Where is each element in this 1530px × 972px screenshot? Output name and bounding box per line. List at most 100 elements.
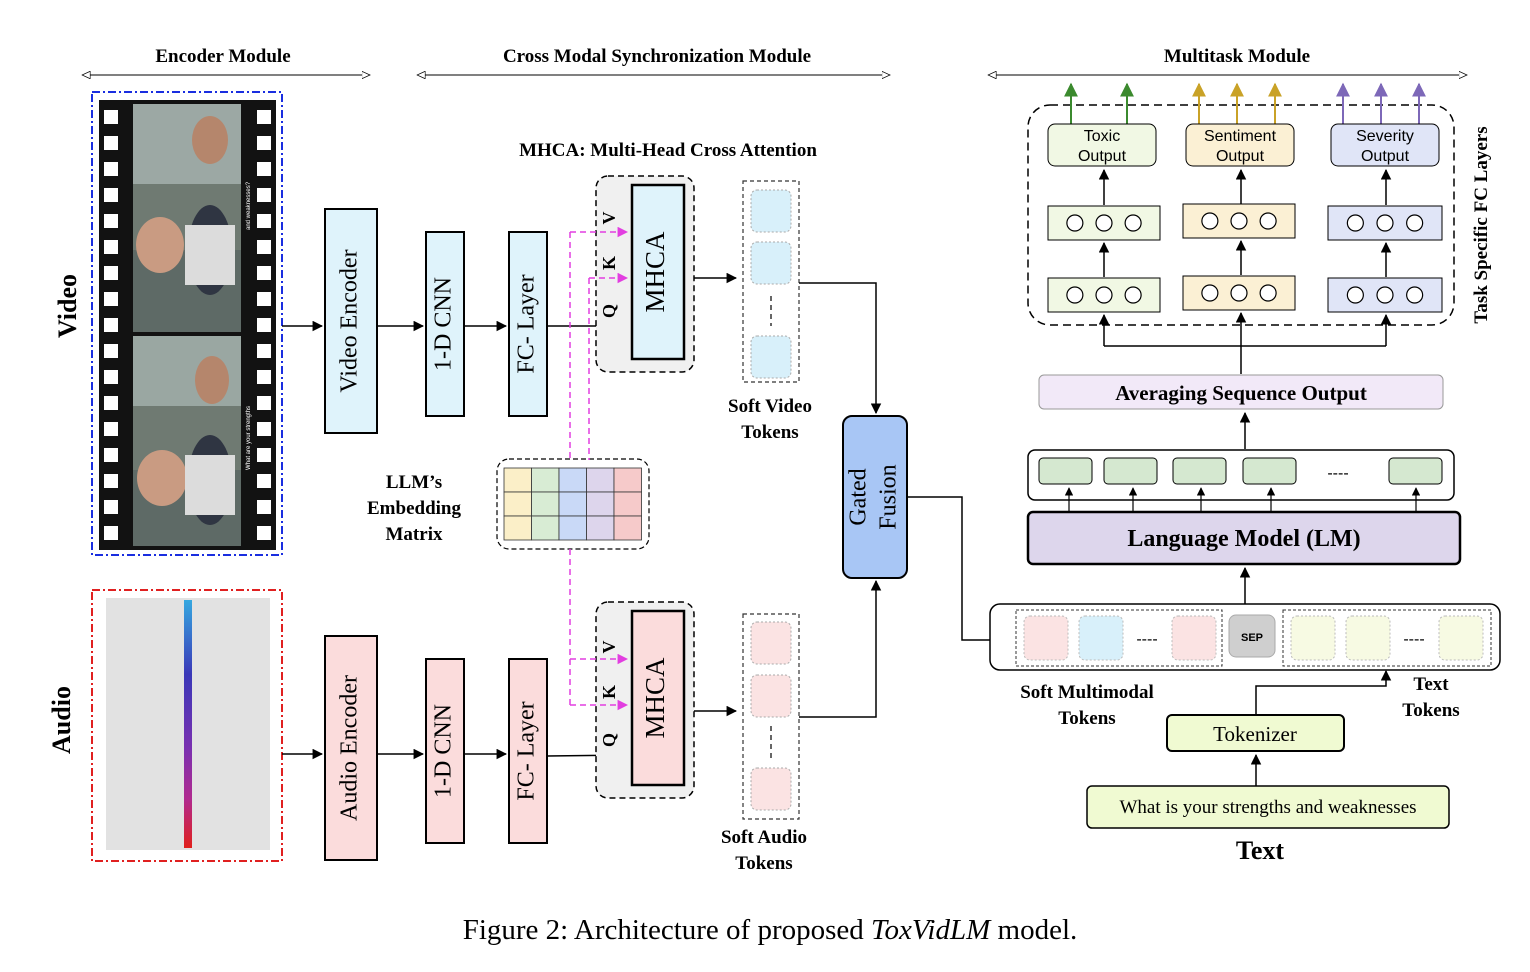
language-model-label: Language Model (LM) [1127, 526, 1360, 552]
severity-output-label: Severity [1356, 128, 1414, 145]
film-sprocket-hole [257, 526, 271, 540]
fc-neuron [1124, 214, 1142, 232]
text-token [1345, 615, 1391, 661]
video-fc-block [508, 231, 548, 417]
fc-neuron [1259, 212, 1277, 230]
hidden-state-arrows [1064, 487, 1421, 511]
film-sprocket-hole [104, 162, 118, 176]
audio-branch: Audio Encoder 1-D CNN FC- Layer MHCA Q K… [324, 601, 807, 874]
fc-neuron [1095, 214, 1113, 232]
video-k-label: K [599, 256, 619, 270]
caption-suffix: model. [990, 914, 1077, 946]
embedding-cell [503, 515, 532, 541]
film-sprocket-hole [104, 526, 118, 540]
video-branch: Video Encoder 1-D CNN FC- Layer MHCA Q K… [324, 175, 812, 443]
film-sprocket-hole [104, 344, 118, 358]
sentiment-output-label-2: Output [1216, 148, 1265, 165]
film-sprocket-hole [104, 240, 118, 254]
embedding-cell [531, 491, 560, 517]
video-encoder-label: Video Encoder [337, 249, 363, 392]
fc-neuron [1201, 284, 1219, 302]
fc-neuron [1376, 286, 1394, 304]
embedding-cell [503, 491, 532, 517]
audio-q-label: Q [599, 733, 619, 747]
embedding-cell [531, 515, 560, 541]
fc-neuron [1095, 286, 1113, 304]
soft-multimodal-tokens-label-2: Tokens [1058, 708, 1115, 729]
video-subtitle-bottom: What are your strengths [246, 406, 252, 470]
toxic-output-label-2: Output [1078, 148, 1127, 165]
embedding-cell [503, 467, 532, 493]
film-sprocket-hole [257, 214, 271, 228]
input-text-box [1086, 785, 1450, 829]
averaging-sequence-output-label: Averaging Sequence Output [1115, 381, 1367, 405]
text-tokens-label-2: Tokens [1402, 700, 1459, 721]
sep-token-label: SEP [1241, 632, 1263, 644]
fc-neuron [1124, 286, 1142, 304]
toxic-output-label: Toxic [1084, 128, 1120, 145]
embedding-cell [558, 515, 587, 541]
video-input-border [91, 91, 283, 556]
soft-multimodal-token [1023, 615, 1069, 661]
sentiment-output-label: Sentiment [1204, 128, 1277, 145]
severity-output-label-2: Output [1361, 148, 1410, 165]
task-specific-fc-label: Task Specific FC Layers [1471, 126, 1492, 323]
film-sprocket-hole [257, 240, 271, 254]
video-input: and weaknesses? What are your strengths [91, 91, 283, 556]
film-sprockets-right [257, 110, 271, 540]
embedding-cell [558, 491, 587, 517]
film-sprocket-hole [257, 396, 271, 410]
film-sprocket-hole [257, 318, 271, 332]
header-cross-modal-module: Cross Modal Synchronization Module [503, 46, 811, 67]
soft-video-token [750, 335, 792, 379]
text-token-group [1282, 609, 1492, 667]
audio-encoder-label: Audio Encoder [337, 675, 363, 821]
figure-caption: Figure 2: Architecture of proposed ToxVi… [463, 914, 1078, 946]
video-frame-bottom: What are your strengths [133, 336, 252, 546]
task-heads: Toxic Output Sentiment Output Se [1027, 82, 1455, 374]
audio-v-label: V [599, 641, 619, 654]
video-cnn-label: 1-D CNN [431, 277, 457, 371]
soft-video-token [750, 189, 792, 233]
toxic-head: Toxic Output [1047, 82, 1161, 313]
gated-fusion-label-1: Gated [846, 468, 872, 525]
waveform-spine [184, 600, 192, 848]
film-sprocket-hole [257, 292, 271, 306]
severity-output-box [1330, 123, 1440, 167]
section-headers: Encoder Module Cross Modal Synchronizati… [82, 46, 1467, 75]
film-sprocket-hole [104, 136, 118, 150]
arrow-video-tokens-to-fusion [799, 282, 882, 415]
film-sprocket-hole [257, 162, 271, 176]
soft-video-tokens-label: Soft Video [728, 396, 812, 417]
film-sprocket-hole [104, 188, 118, 202]
soft-multimodal-token [1171, 615, 1217, 661]
soft-audio-token [750, 767, 792, 811]
film-sprocket-hole [257, 188, 271, 202]
toxic-output-box [1047, 123, 1157, 167]
hidden-state-token [1388, 457, 1443, 485]
audio-fc-label: FC- Layer [514, 701, 540, 800]
video-fc-label: FC- Layer [514, 274, 540, 373]
audio-mhca-block [630, 609, 686, 787]
soft-audio-token [750, 621, 792, 665]
film-sprocket-hole [257, 370, 271, 384]
video-modality-label: Video [53, 274, 82, 338]
soft-multimodal-tokens-label: Soft Multimodal [1020, 682, 1154, 703]
embedding-cell [586, 515, 615, 541]
embedding-cell [586, 491, 615, 517]
film-sprocket-hole [104, 500, 118, 514]
header-encoder-module: Encoder Module [155, 46, 290, 67]
fc-neuron [1230, 212, 1248, 230]
film-sprocket-hole [257, 344, 271, 358]
film-sprocket-hole [257, 448, 271, 462]
audio-input [91, 589, 283, 862]
caption-model-name: ToxVidLM [871, 914, 992, 946]
video-subtitle-top: and weaknesses? [246, 181, 252, 230]
film-sprocket-hole [104, 448, 118, 462]
film-sprocket-hole [104, 318, 118, 332]
soft-audio-tokens-label: Soft Audio [721, 827, 807, 848]
kv-connections [569, 226, 629, 711]
fc-neuron [1259, 284, 1277, 302]
film-sprocket-hole [104, 474, 118, 488]
